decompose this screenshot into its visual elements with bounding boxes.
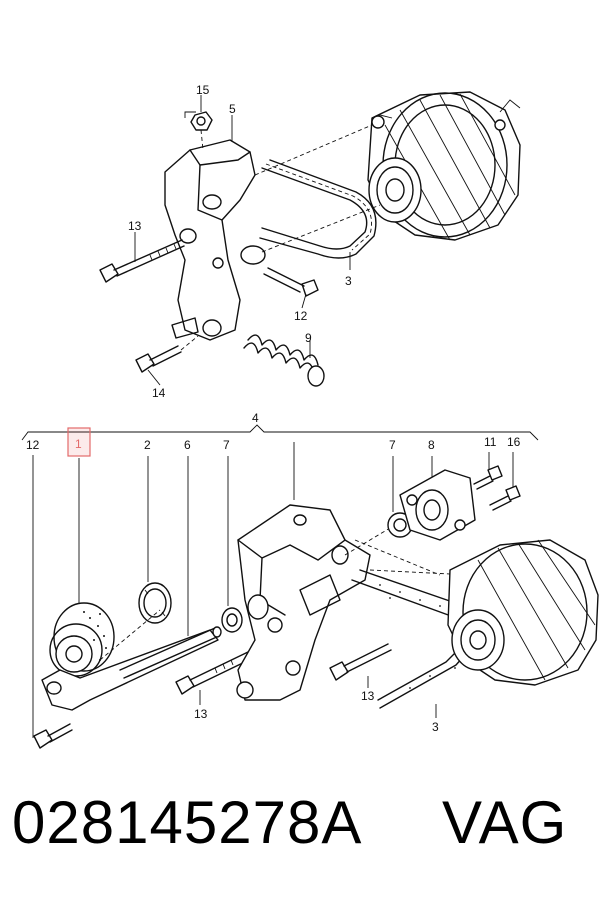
callout-13-top: 13 [128, 219, 142, 233]
bearing-7-right [387, 512, 413, 538]
callout-2: 2 [144, 438, 151, 452]
tension-lever [41, 609, 219, 711]
alternator-bracket [164, 124, 381, 341]
callout-13-bottom-center: 13 [361, 689, 375, 703]
bolt-13-bottom-left [175, 651, 252, 695]
callout-8: 8 [428, 438, 435, 452]
brand-name: VAG [442, 789, 568, 856]
callout-12-top: 12 [294, 309, 308, 323]
callout-6: 6 [184, 438, 191, 452]
bolt-13-center [329, 643, 392, 681]
callout-7-right: 7 [389, 438, 396, 452]
bolt-12-bottom [33, 723, 73, 749]
bolt-16 [489, 485, 521, 511]
alternator-bottom [447, 539, 599, 686]
bolt-14 [135, 335, 199, 373]
callout-16: 16 [507, 435, 521, 449]
callout-1: 1 [75, 437, 82, 451]
tensioner-bracket [236, 504, 371, 701]
callout-3-top: 3 [345, 274, 352, 288]
bottom-assembly [21, 424, 599, 749]
top-assembly [99, 91, 521, 387]
tensioner-pulley [49, 602, 115, 677]
callout-3-bottom: 3 [432, 720, 439, 734]
callout-14: 14 [152, 386, 166, 400]
callout-4: 4 [252, 411, 259, 425]
callout-12-bottom: 12 [26, 438, 40, 452]
alternator-top [367, 91, 521, 241]
spring-9 [243, 334, 325, 387]
callout-7-left: 7 [223, 438, 230, 452]
bolt-12-top [263, 267, 319, 297]
callout-9: 9 [305, 331, 312, 345]
snap-ring-2 [138, 582, 172, 624]
nut-15 [190, 111, 213, 151]
v-belt-top [259, 159, 377, 259]
pin-6 [119, 626, 222, 679]
callout-15: 15 [196, 83, 210, 97]
part-number: 028145278A [12, 789, 363, 856]
bearing-7-left [221, 607, 243, 633]
callout-5: 5 [229, 102, 236, 116]
callout-13-bottom-left: 13 [194, 707, 208, 721]
footer: 028145278A VAG [12, 783, 592, 873]
bolt-11 [473, 465, 503, 490]
callout-1-highlight [67, 427, 91, 457]
callout-11: 11 [484, 435, 497, 449]
damper-8 [399, 469, 476, 541]
bolt-13-top [99, 239, 185, 283]
